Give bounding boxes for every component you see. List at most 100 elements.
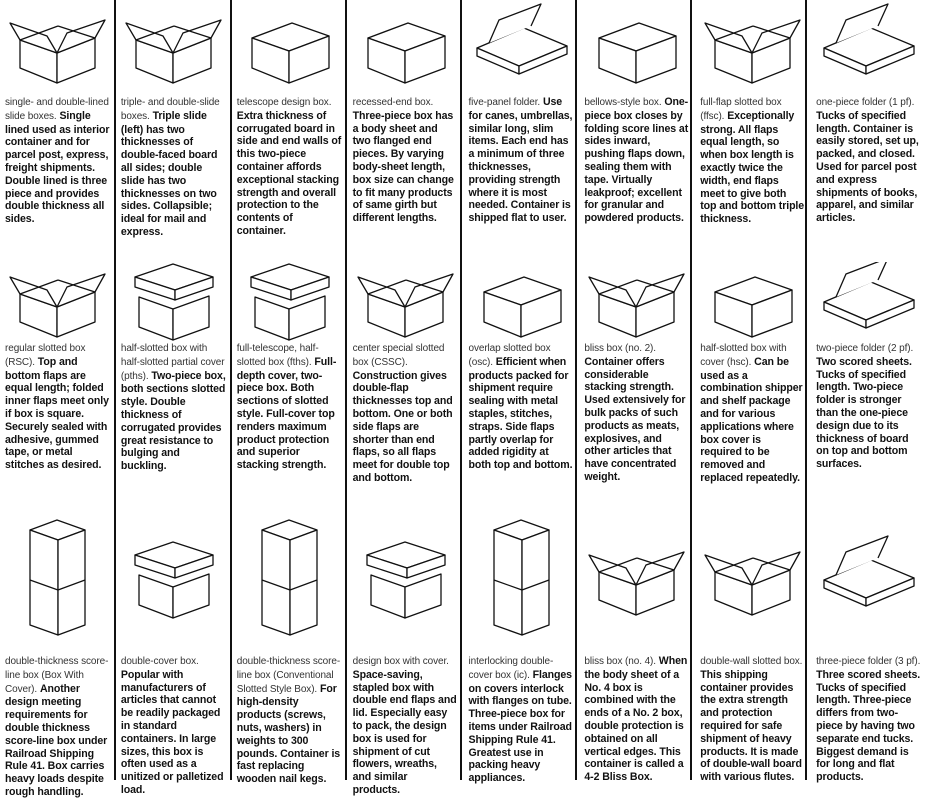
box-style-entry: center special slotted box (CSSC). Const… <box>348 262 464 485</box>
box-illustration-icon <box>9 273 106 338</box>
box-illustration-icon <box>704 551 801 616</box>
box-style-entry: half-slotted box with cover (hsc). Can b… <box>695 262 811 485</box>
box-style-entry: overlap slotted box (osc). Efficient whe… <box>464 262 580 485</box>
box-illustration-icon <box>704 19 801 84</box>
entry-text: double-thickness score-line box (Box Wit… <box>5 655 110 799</box>
column-divider <box>114 0 116 780</box>
box-style-description: Tucks of specified length. Container is … <box>816 109 919 225</box>
box-style-entry: full-flap slotted box (ffsc). Exceptiona… <box>695 0 811 239</box>
box-style-row: regular slotted box (RSC). Top and botto… <box>0 262 927 485</box>
box-style-caption: double-cover box. <box>120 656 199 667</box>
box-style-entry: single- and double-lined slide boxes. Si… <box>0 0 116 239</box>
box-style-caption: full-telescope, half-slotted box (fths). <box>236 343 319 368</box>
box-illustration-icon <box>482 276 562 338</box>
box-style-caption: two-piece folder (2 pf). <box>816 343 914 354</box>
box-style-entry: five-panel folder. Use for canes, umbrel… <box>464 0 580 239</box>
box-style-description: This shipping container provides the ext… <box>700 668 802 784</box>
box-style-entry: double-thickness score-line box (Box Wit… <box>0 505 116 799</box>
box-style-caption: triple- and double-slide boxes. <box>120 97 220 122</box>
entry-text: recessed-end box. Three-piece box has a … <box>353 96 458 225</box>
column-divider <box>460 0 462 780</box>
box-style-description: Container offers considerable stacking s… <box>584 355 686 483</box>
column-divider <box>345 0 347 780</box>
box-illustration-icon <box>251 22 330 84</box>
box-style-description: For high-density products (screws, nuts,… <box>236 682 341 786</box>
entry-text: overlap slotted box (osc). Efficient whe… <box>469 342 574 472</box>
box-illustration-icon <box>823 262 915 329</box>
entry-text: one-piece folder (1 pf). Tucks of specif… <box>816 96 921 225</box>
box-style-description: One-piece box closes by folding score li… <box>584 96 689 225</box>
box-style-entry: double-wall slotted box. This shipping c… <box>695 505 811 799</box>
entry-text: three-piece folder (3 pf). Three scored … <box>816 655 921 784</box>
column-divider <box>805 0 807 780</box>
column-divider <box>230 0 232 780</box>
box-illustration-icon <box>588 273 686 338</box>
entry-text: half-slotted box with cover (hsc). Can b… <box>700 342 805 485</box>
box-style-description: Use for canes, umbrellas, similar long, … <box>468 96 573 225</box>
box-style-entry: triple- and double-slide boxes. Triple s… <box>116 0 232 239</box>
box-style-description: Popular with manufacturers of articles t… <box>120 668 224 796</box>
box-style-row: single- and double-lined slide boxes. Si… <box>0 0 927 239</box>
entry-text: interlocking double-cover box (ic). Flan… <box>469 655 574 785</box>
box-illustration-icon <box>134 263 214 341</box>
entry-text: bliss box (no. 2). Container offers cons… <box>584 342 689 484</box>
box-style-entry: bliss box (no. 4). When the body sheet o… <box>579 505 695 799</box>
box-illustration-icon <box>823 535 915 607</box>
box-style-description: Extra thickness of corrugated board in s… <box>236 109 342 237</box>
box-style-description: Two-piece box, both sections slotted sty… <box>120 369 226 473</box>
box-style-entry: three-piece folder (3 pf). Three scored … <box>811 505 927 799</box>
entry-text: center special slotted box (CSSC). Const… <box>353 342 458 485</box>
entry-text: design box with cover. Space-saving, sta… <box>353 655 458 797</box>
column-divider <box>690 0 692 780</box>
box-illustration-icon <box>366 22 446 84</box>
box-style-caption: one-piece folder (1 pf). <box>816 97 915 108</box>
entry-text: half-slotted box with half-slotted parti… <box>121 342 226 473</box>
entry-text: full-flap slotted box (ffsc). Exceptiona… <box>700 96 805 226</box>
box-style-description: Efficient when products packed for shipm… <box>468 355 573 472</box>
box-style-caption: interlocking double-cover box (ic). <box>468 656 554 681</box>
entry-text: regular slotted box (RSC). Top and botto… <box>5 342 110 472</box>
box-style-caption: telescope design box. <box>236 97 332 108</box>
entry-text: five-panel folder. Use for canes, umbrel… <box>469 96 574 225</box>
box-style-caption: single- and double-lined slide boxes. <box>5 97 109 122</box>
box-illustration-icon <box>356 273 454 338</box>
box-style-description: Three scored sheets. Tucks of specified … <box>816 668 921 784</box>
entry-text: two-piece folder (2 pf). Two scored shee… <box>816 342 921 471</box>
box-illustration-icon <box>475 3 568 75</box>
box-style-caption: half-slotted box with cover (hsc). <box>700 343 787 368</box>
box-style-caption: bliss box (no. 4). <box>584 656 656 667</box>
box-illustration-icon <box>588 551 686 616</box>
entry-text: bliss box (no. 4). When the body sheet o… <box>584 655 689 784</box>
box-style-description: Three-piece box has a body sheet and two… <box>352 109 454 225</box>
entry-text: full-telescope, half-slotted box (fths).… <box>237 342 342 472</box>
box-style-description: Top and bottom flaps are equal length; f… <box>5 355 109 472</box>
box-style-description: Flanges on covers interlock with flanges… <box>468 668 573 785</box>
box-style-caption: regular slotted box (RSC). <box>5 343 86 368</box>
box-style-description: When the body sheet of a No. 4 box is co… <box>584 655 688 784</box>
box-illustration-icon <box>598 22 678 84</box>
box-style-description: Another design meeting requirements for … <box>5 682 108 798</box>
box-style-description: Exceptionally strong. All flaps equal le… <box>700 109 805 226</box>
box-style-description: Construction gives double-flap thickness… <box>352 369 453 484</box>
box-illustration-icon <box>29 519 86 636</box>
box-style-entry: bliss box (no. 2). Container offers cons… <box>579 262 695 485</box>
box-illustration-icon <box>134 541 214 619</box>
box-style-entry: telescope design box. Extra thickness of… <box>232 0 348 239</box>
entry-text: telescope design box. Extra thickness of… <box>237 96 342 238</box>
box-style-caption: overlap slotted box (osc). <box>468 343 551 368</box>
box-style-description: Can be used as a combination shipper and… <box>700 355 803 484</box>
box-illustration-icon <box>250 263 330 341</box>
entry-text: triple- and double-slide boxes. Triple s… <box>121 96 226 239</box>
box-style-description: Space-saving, stapled box with double en… <box>352 668 457 796</box>
box-style-entry: double-thickness score-line box (Convent… <box>232 505 348 799</box>
box-style-entry: bellows-style box. One-piece box closes … <box>579 0 695 239</box>
box-style-caption: double-thickness score-line box (Convent… <box>236 656 341 695</box>
box-style-entry: design box with cover. Space-saving, sta… <box>348 505 464 799</box>
column-divider <box>575 0 577 780</box>
box-style-description: Two scored sheets. Tucks of specified le… <box>816 355 912 471</box>
box-style-entry: regular slotted box (RSC). Top and botto… <box>0 262 116 485</box>
box-style-row: double-thickness score-line box (Box Wit… <box>0 505 927 799</box>
box-style-entry: full-telescope, half-slotted box (fths).… <box>232 262 348 485</box>
box-style-caption: three-piece folder (3 pf). <box>816 656 921 667</box>
entry-text: double-thickness score-line box (Convent… <box>237 655 342 786</box>
